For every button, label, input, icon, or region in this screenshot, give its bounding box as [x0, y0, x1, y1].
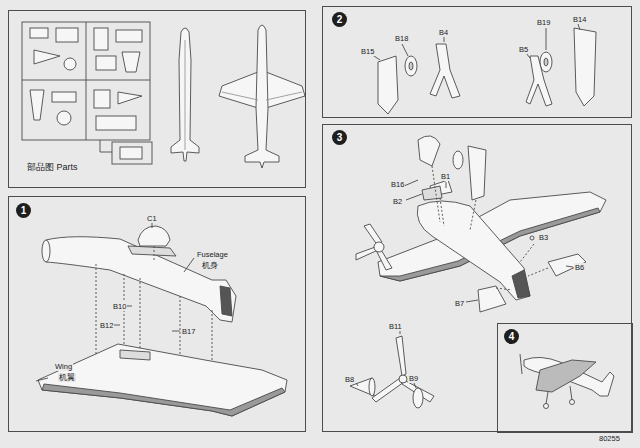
- callout-label: B18: [394, 34, 409, 43]
- callout-label: B16: [390, 180, 405, 189]
- wing-top-view: [219, 25, 305, 168]
- step-panel: 34: [322, 124, 632, 432]
- callout-label: Wing: [54, 362, 73, 371]
- stabilizer-part: [548, 254, 586, 276]
- assembly-lines: [432, 166, 548, 290]
- callout-label: B9: [408, 374, 419, 383]
- stabilizer-part: [478, 286, 506, 312]
- step-number: 3: [332, 130, 347, 145]
- step-number: 1: [16, 203, 31, 218]
- aircraft-underside: [378, 192, 606, 300]
- callout-label: B1: [440, 172, 451, 181]
- assembly-lines: [96, 246, 212, 362]
- step-number: 4: [504, 329, 519, 344]
- fuselage-drawing: [42, 237, 236, 322]
- step-number: 2: [332, 12, 347, 27]
- propeller-front: [356, 224, 392, 270]
- fuselage-top-view: [171, 28, 199, 161]
- step-panel: 部品图 Parts: [8, 10, 306, 188]
- callout-label: B5: [518, 45, 529, 54]
- canopy-part: [138, 226, 170, 246]
- callout-label: B19: [536, 18, 551, 27]
- leader-lines: [114, 223, 194, 331]
- step-panel: 2: [322, 6, 632, 118]
- callout-label: B17: [181, 327, 196, 336]
- callout-label: B2: [392, 197, 403, 206]
- callout-label: B8: [344, 375, 355, 384]
- landing-gear-left: [371, 36, 460, 114]
- callout-label: C1: [146, 214, 158, 223]
- wing-drawing: [36, 344, 287, 416]
- landing-gear-right: [526, 24, 596, 106]
- callout-label: B7: [454, 299, 465, 308]
- callout-label: B11: [388, 322, 403, 331]
- callout-label: 机翼: [58, 373, 76, 382]
- callout-label: B3: [538, 233, 549, 242]
- callout-label: Fuselage: [196, 250, 229, 259]
- callout-label: 80255: [598, 434, 621, 443]
- callout-label: B15: [360, 47, 375, 56]
- panel-title: 部品图 Parts: [25, 161, 80, 174]
- propeller-parts: [350, 330, 434, 408]
- callout-label: B4: [438, 28, 449, 37]
- sprue-drawing: [22, 22, 152, 164]
- callout-label: B6: [574, 263, 585, 272]
- leader-lines: [404, 180, 573, 302]
- callout-label: B14: [572, 15, 587, 24]
- callout-label: 机身: [201, 261, 219, 270]
- finished-aircraft: [520, 354, 614, 409]
- step-panel: 1: [8, 196, 306, 432]
- gear-parts-above: [418, 136, 486, 200]
- callout-label: B10: [112, 302, 127, 311]
- step-panel: 4: [497, 323, 633, 433]
- callout-label: B12: [99, 321, 114, 330]
